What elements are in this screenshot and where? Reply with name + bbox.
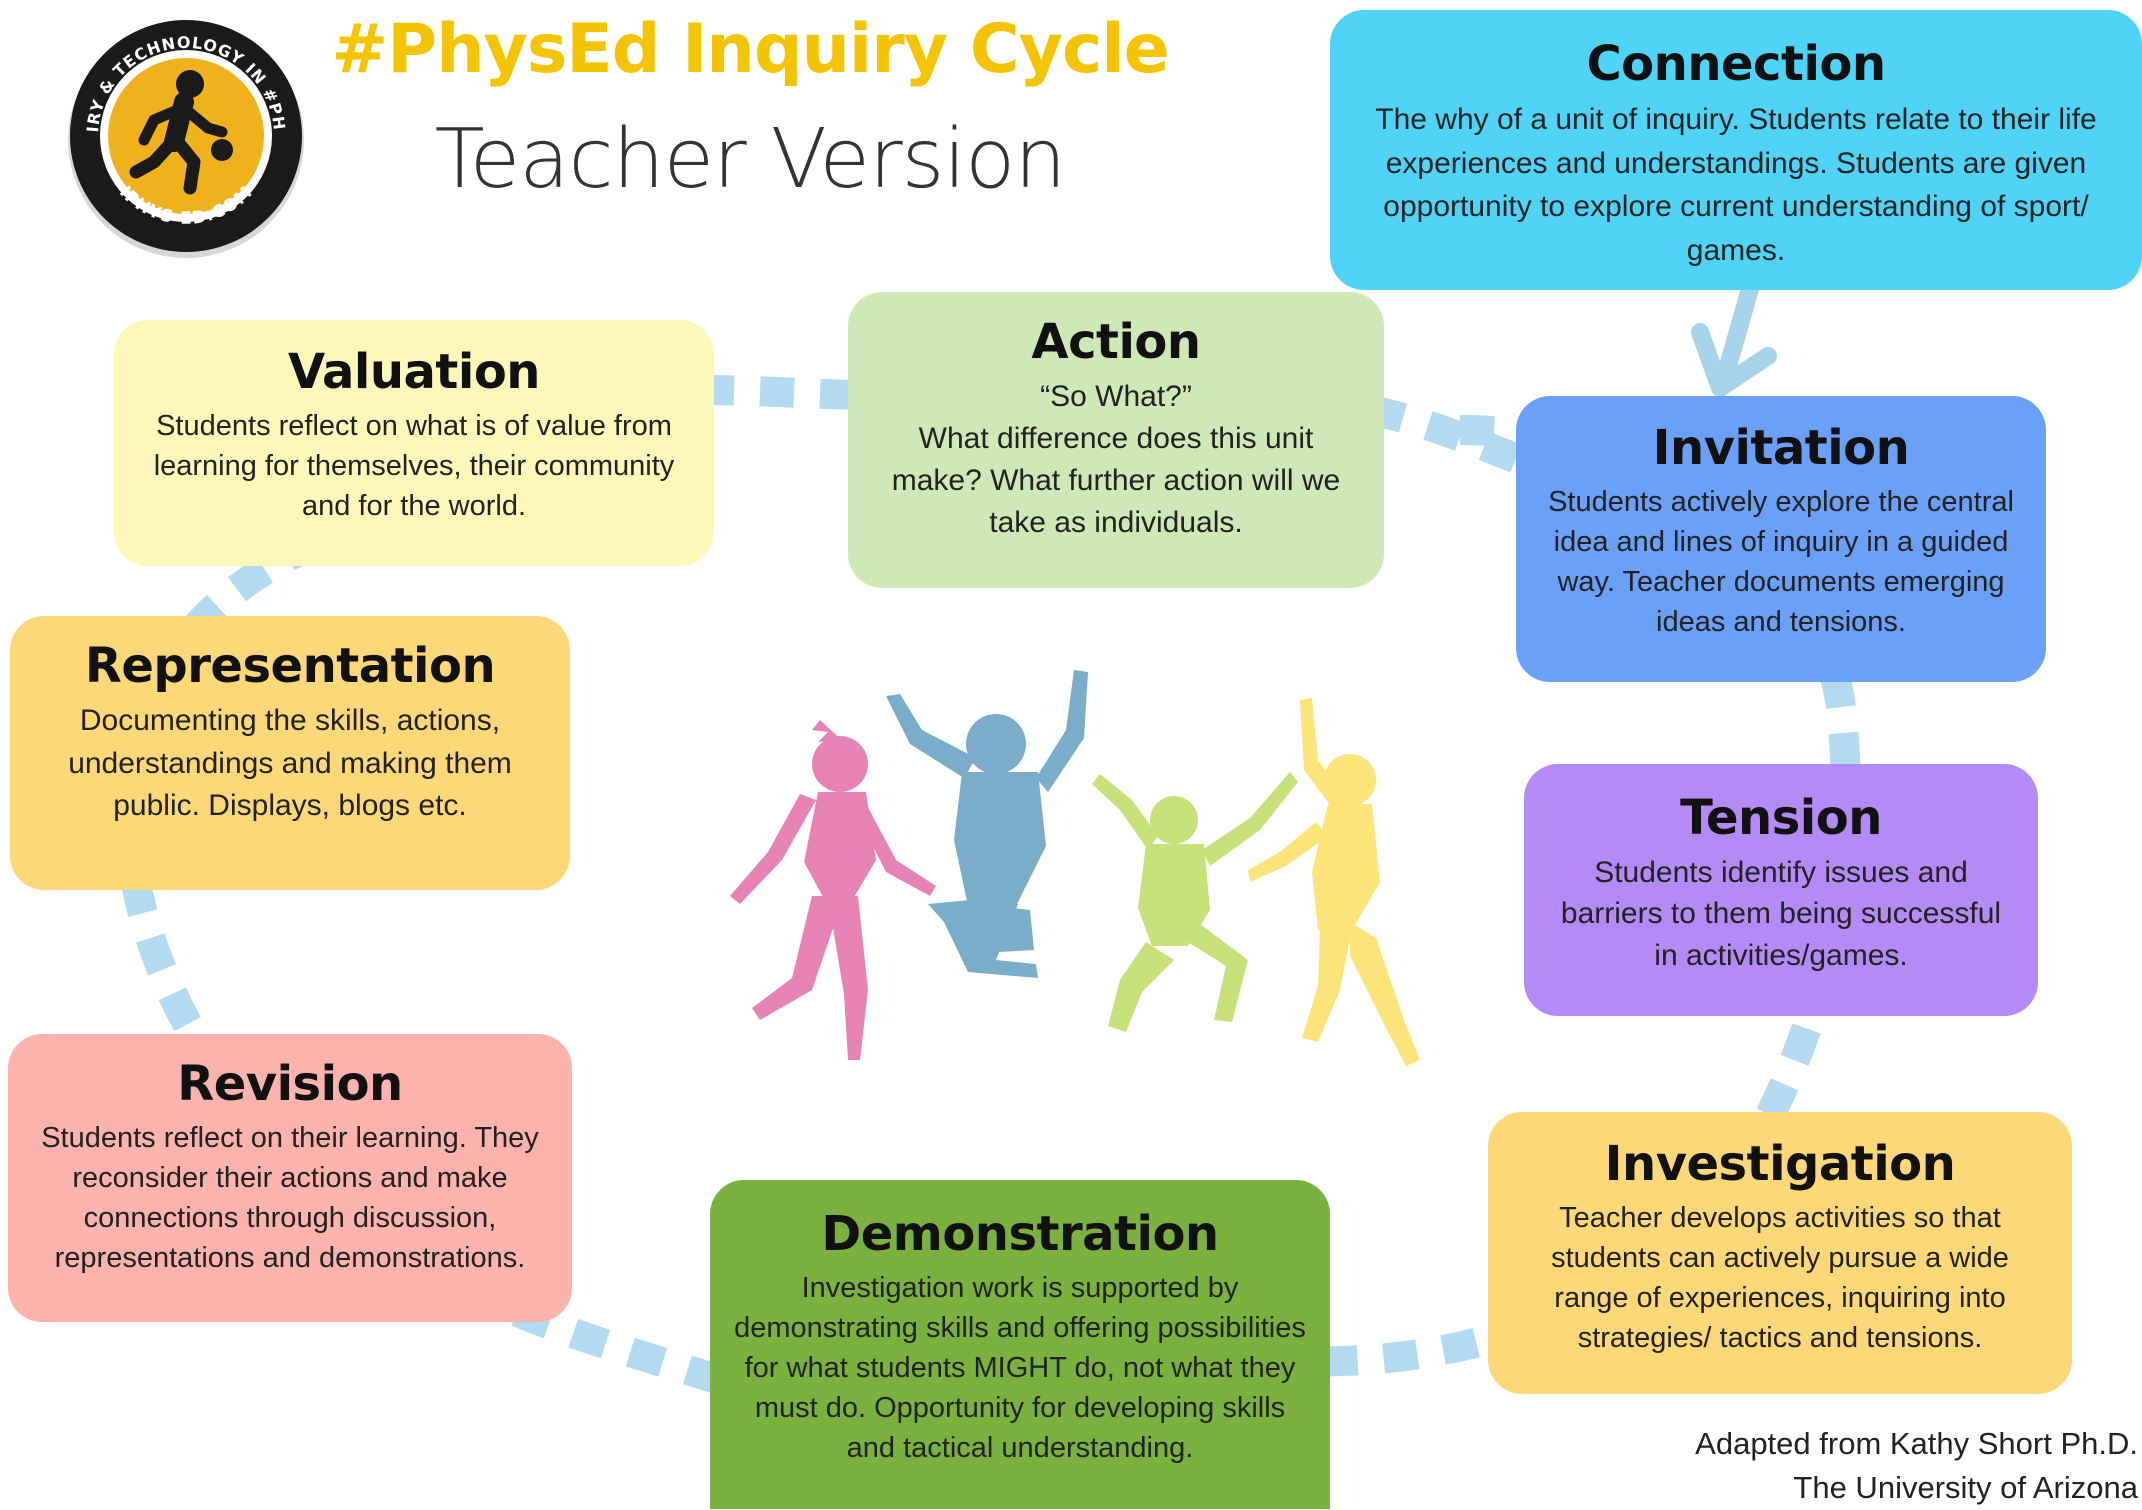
- stage-title: Demonstration: [821, 1206, 1219, 1262]
- attribution: Adapted from Kathy Short Ph.D. The Unive…: [1695, 1422, 2138, 1510]
- stage-description: Students actively explore the central id…: [1548, 486, 2014, 639]
- stage-title: Revision: [177, 1056, 403, 1112]
- page-subtitle: Teacher Version: [434, 112, 1067, 207]
- stage-description: “So What?” What difference does this uni…: [891, 380, 1341, 539]
- stage-connection: Connection The why of a unit of inquiry.…: [1330, 10, 2142, 290]
- stage-title: Valuation: [288, 344, 540, 400]
- stage-title: Tension: [1680, 790, 1882, 846]
- stage-representation: Representation Documenting the skills, a…: [10, 616, 570, 890]
- stage-revision: Revision Students reflect on their learn…: [8, 1034, 572, 1322]
- stage-valuation: Valuation Students reflect on what is of…: [114, 320, 714, 566]
- running-figure-with-ball-icon: [129, 70, 233, 195]
- stage-title: Investigation: [1604, 1136, 1956, 1192]
- iphys-ed-logo: INQUIRY & TECHNOLOGY IN #PHYSED IPHYS-ED…: [62, 12, 304, 258]
- stage-description: Documenting the skills, actions, underst…: [68, 704, 512, 823]
- stage-action: Action “So What?” What difference does t…: [848, 292, 1384, 588]
- attribution-line-1: Adapted from Kathy Short Ph.D.: [1695, 1426, 2138, 1461]
- stage-title: Representation: [84, 638, 496, 694]
- yellow-jumper-icon: [1248, 698, 1420, 1066]
- stage-description: The why of a unit of inquiry. Students r…: [1375, 103, 2097, 267]
- down-arrow-icon: [1691, 273, 1777, 397]
- stage-invitation: Invitation Students actively explore the…: [1516, 396, 2046, 682]
- stage-title: Invitation: [1652, 420, 1910, 476]
- jumping-figures-illustration: [730, 670, 1420, 1066]
- page-title: #PhysEd Inquiry Cycle: [331, 10, 1169, 89]
- blue-jumper-icon: [886, 670, 1088, 978]
- stage-title: Action: [1031, 314, 1201, 370]
- stage-description: Teacher develops activities so that stud…: [1551, 1202, 2009, 1355]
- stage-tension: Tension Students identify issues and bar…: [1524, 764, 2038, 1016]
- stage-description: Students reflect on their learning. They…: [41, 1122, 539, 1275]
- stage-description: Students reflect on what is of value fro…: [153, 410, 675, 523]
- stage-investigation: Investigation Teacher develops activitie…: [1488, 1112, 2072, 1394]
- stage-demonstration: Demonstration Investigation work is supp…: [710, 1180, 1330, 1509]
- attribution-line-2: The University of Arizona: [1793, 1470, 2138, 1506]
- stage-description: Students identify issues and barriers to…: [1560, 856, 2002, 972]
- green-jumper-icon: [1092, 772, 1298, 1032]
- pink-jumper-icon: [730, 720, 936, 1060]
- stage-description: Investigation work is supported by demon…: [734, 1272, 1306, 1465]
- stage-title: Connection: [1586, 36, 1886, 92]
